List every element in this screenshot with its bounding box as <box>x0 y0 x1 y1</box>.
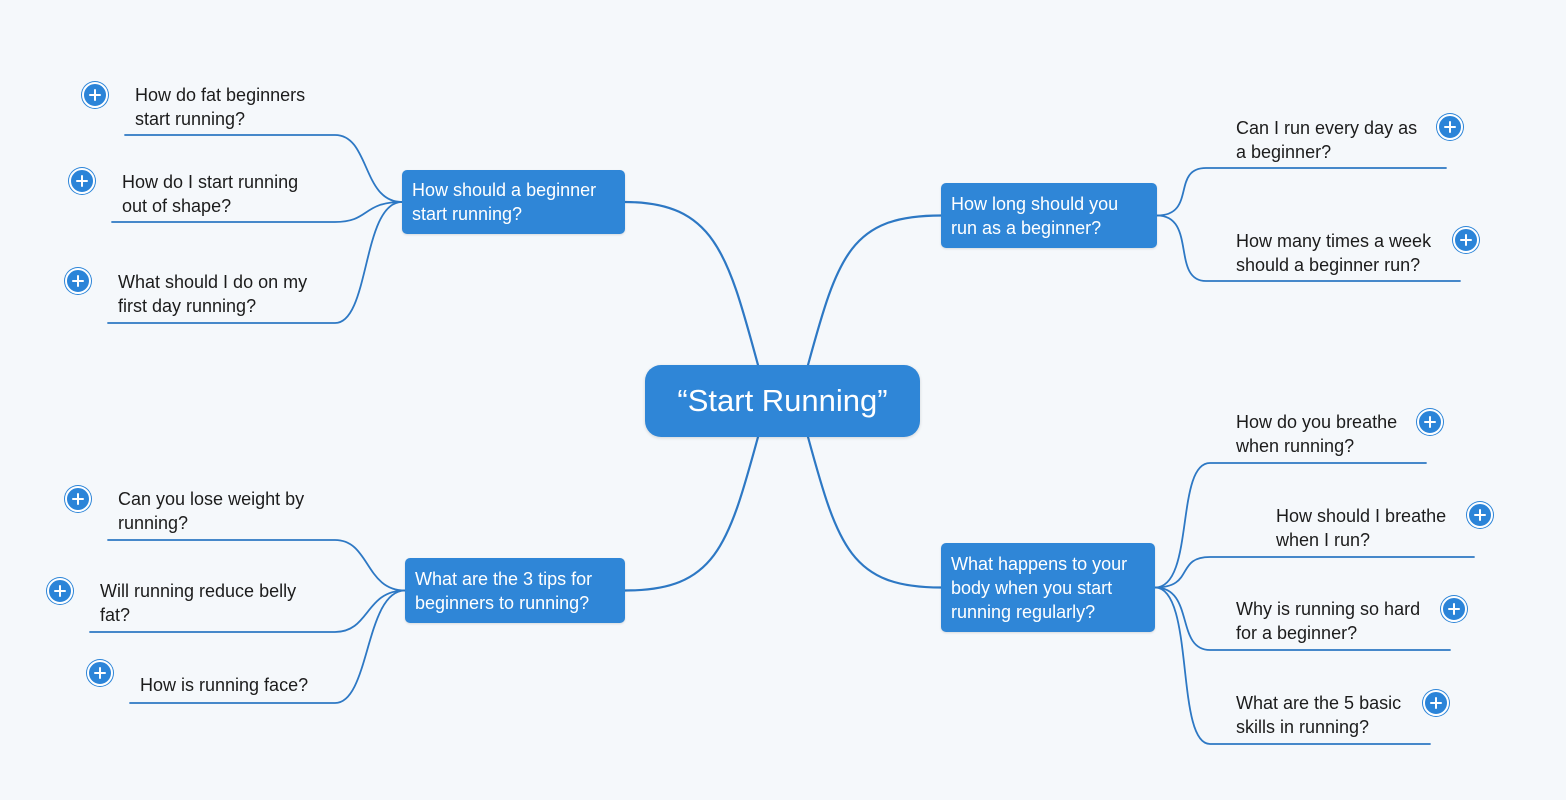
expand-plus-icon[interactable] <box>1453 227 1479 253</box>
connector-root-beginner-start <box>623 200 760 367</box>
connector-root-how-long <box>806 214 943 367</box>
expand-plus-icon[interactable] <box>47 578 73 604</box>
connector-leaf-three-tips-2 <box>129 589 406 704</box>
expand-plus-icon[interactable] <box>1423 690 1449 716</box>
expand-plus-icon[interactable] <box>1417 409 1443 435</box>
connector-leaf-body-changes-0 <box>1154 462 1427 589</box>
connector-leaf-body-changes-2 <box>1154 586 1451 651</box>
connector-leaf-three-tips-0 <box>107 539 406 592</box>
expand-plus-icon[interactable] <box>65 486 91 512</box>
connector-leaf-body-changes-3 <box>1154 586 1431 745</box>
connector-leaf-beginner-start-2 <box>107 201 403 324</box>
connector-root-body-changes <box>806 435 943 589</box>
connector-leaf-beginner-start-0 <box>124 134 403 203</box>
connector-leaf-three-tips-1 <box>89 589 406 633</box>
expand-plus-icon[interactable] <box>69 168 95 194</box>
connector-leaf-how-long-1 <box>1156 214 1461 282</box>
expand-plus-icon[interactable] <box>1437 114 1463 140</box>
expand-plus-icon[interactable] <box>82 82 108 108</box>
expand-plus-icon[interactable] <box>65 268 91 294</box>
leaf-topic-label[interactable]: How is running face? <box>140 675 309 695</box>
connector-leaf-how-long-0 <box>1156 167 1447 217</box>
connector-root-three-tips <box>623 435 760 592</box>
connector-leaf-body-changes-1 <box>1154 556 1475 589</box>
connector-leaf-beginner-start-1 <box>111 201 403 223</box>
central-topic[interactable]: “Start Running” <box>645 365 920 437</box>
expand-plus-icon[interactable] <box>1467 502 1493 528</box>
expand-plus-icon[interactable] <box>87 660 113 686</box>
expand-plus-icon[interactable] <box>1441 596 1467 622</box>
